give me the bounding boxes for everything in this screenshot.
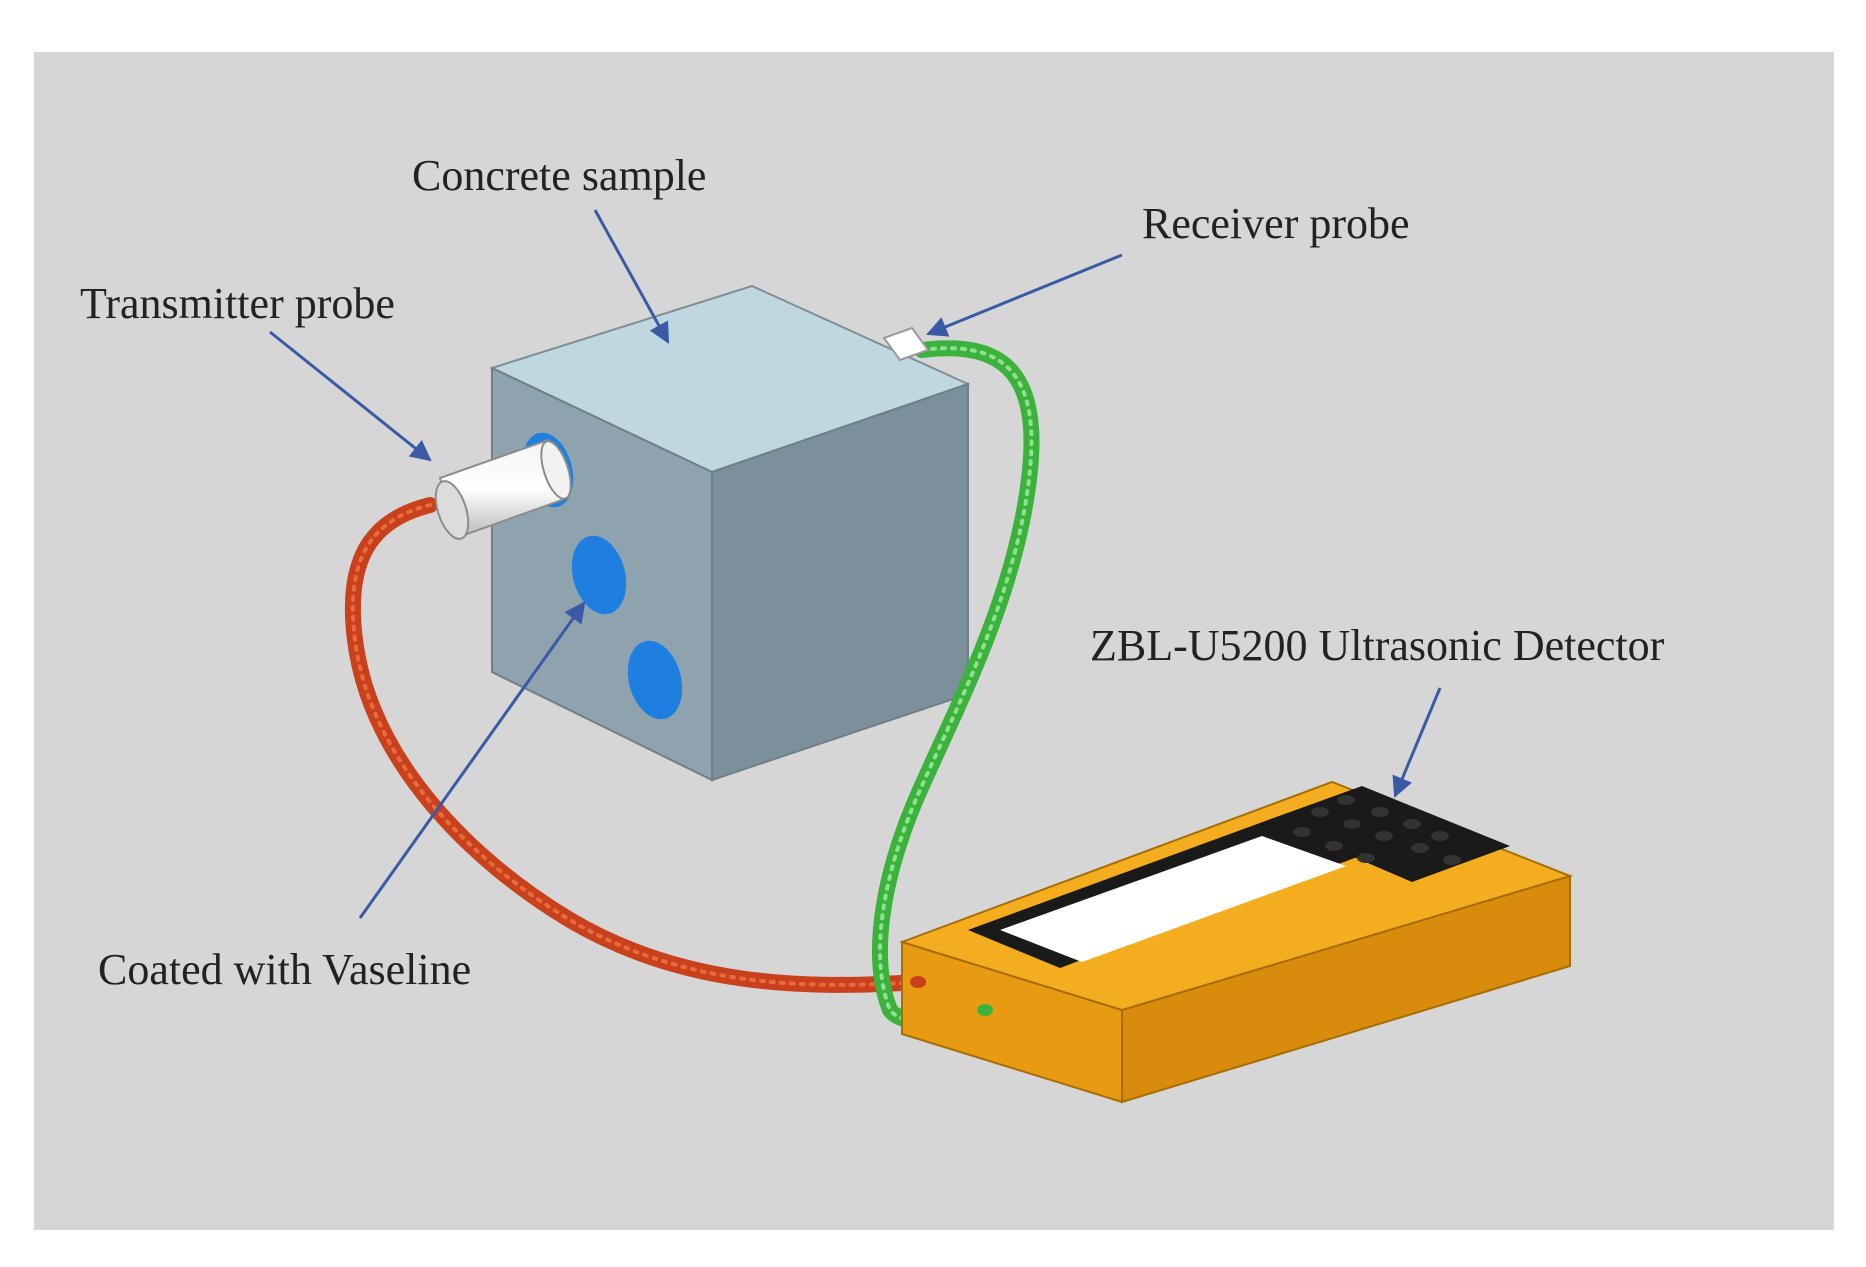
detector-keys xyxy=(1293,795,1461,865)
green-cable-jack xyxy=(977,1004,993,1016)
detector-screen xyxy=(1000,836,1346,962)
concrete-sample-cube xyxy=(489,284,971,782)
label-transmitter-probe: Transmitter probe xyxy=(80,279,395,328)
label-concrete-sample: Concrete sample xyxy=(412,151,706,200)
label-receiver-probe: Receiver probe xyxy=(1142,199,1410,248)
detector-arrow xyxy=(1392,687,1442,798)
concrete-sample-arrow xyxy=(593,209,670,344)
coupling-spot-3 xyxy=(627,640,683,720)
receiver-probe-body xyxy=(882,326,930,362)
transmitter-probe xyxy=(434,438,572,540)
ultrasonic-detector xyxy=(898,780,1574,1104)
receiver-probe-arrow xyxy=(926,253,1123,337)
coupling-spot-2 xyxy=(571,535,627,615)
probe-face xyxy=(540,440,572,500)
transmitter-probe-arrow xyxy=(269,330,432,462)
transmitter-cable-highlight xyxy=(350,503,920,987)
receiver-cable-highlight xyxy=(878,346,1034,1024)
receiver-probe xyxy=(882,326,930,362)
vaseline-arrow xyxy=(358,601,586,919)
red-cable-jack xyxy=(910,976,926,988)
label-detector: ZBL-U5200 Ultrasonic Detector xyxy=(1090,621,1665,670)
label-vaseline: Coated with Vaseline xyxy=(98,945,471,994)
probe-tip xyxy=(434,480,470,540)
